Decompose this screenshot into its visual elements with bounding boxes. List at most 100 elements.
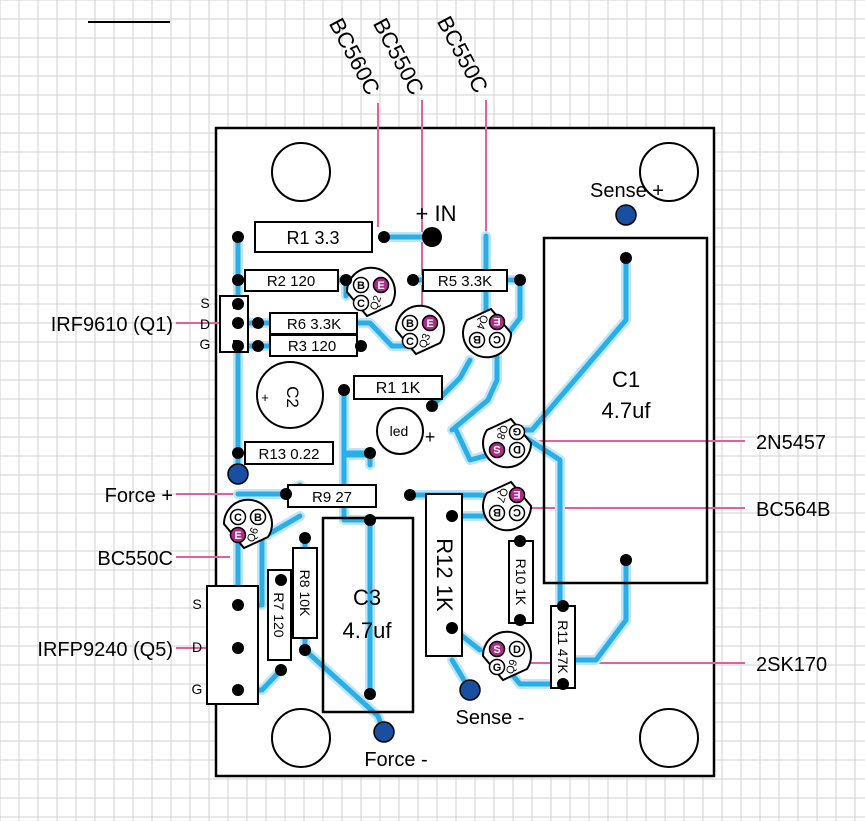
r13-label: R13 0.22 bbox=[259, 446, 320, 463]
r6-label: R6 3.3K bbox=[287, 316, 341, 333]
solder-pad bbox=[620, 554, 632, 566]
led-label: led bbox=[390, 423, 409, 439]
transistor-pin-b bbox=[249, 508, 267, 526]
force-plus-label: Force + bbox=[105, 485, 173, 507]
transistor-pin-b bbox=[488, 504, 506, 522]
solder-pad bbox=[340, 274, 352, 286]
transistor-pin-letter: D bbox=[513, 644, 521, 656]
r9-label: R9 27 bbox=[312, 489, 352, 506]
solder-pad bbox=[299, 532, 311, 544]
transistor-designator: Q4 bbox=[474, 313, 490, 331]
solder-pad bbox=[299, 644, 311, 656]
2sk170-label: 2SK170 bbox=[756, 654, 827, 676]
2n5457-label: 2N5457 bbox=[756, 432, 826, 454]
solder-pad bbox=[275, 574, 287, 586]
mounting-hole bbox=[271, 708, 331, 768]
transistor-pin-letter: C bbox=[406, 336, 414, 348]
resistor-r1-1k bbox=[353, 375, 443, 400]
transistor-pin-c bbox=[401, 332, 419, 350]
r3-label: R3 120 bbox=[288, 338, 336, 355]
transistor-pin-e bbox=[229, 526, 247, 544]
transistor-pin-letter: E bbox=[513, 488, 520, 500]
solder-pad bbox=[364, 514, 376, 526]
transistor-pin-letter: G bbox=[493, 662, 502, 674]
irfp9240-pin-d: D bbox=[192, 639, 202, 655]
c2-plus-mark: + bbox=[261, 390, 269, 405]
transistor-pin-letter: G bbox=[513, 425, 522, 437]
transistor-pin-c bbox=[508, 504, 526, 522]
c3-value: 4.7uf bbox=[343, 618, 393, 643]
transistor-pin-b bbox=[468, 331, 486, 349]
transistor-pin-s bbox=[488, 441, 506, 459]
copper-trace bbox=[235, 320, 413, 349]
transistor-pin-b bbox=[352, 276, 370, 294]
transistor-pin-letter: C bbox=[357, 298, 365, 310]
resistor-r5 bbox=[422, 269, 508, 292]
transistor-pin-letter: E bbox=[426, 318, 433, 330]
transistor-designator: Q7 bbox=[494, 486, 510, 504]
solder-pad bbox=[232, 340, 244, 352]
mounting-hole bbox=[639, 142, 699, 202]
solder-pad bbox=[514, 614, 526, 626]
r5-label: R5 3.3K bbox=[438, 273, 492, 290]
solder-pad bbox=[232, 317, 244, 329]
solder-pad bbox=[232, 231, 244, 243]
copper-trace bbox=[517, 255, 629, 433]
transistor-pin-e bbox=[488, 313, 506, 331]
transistor-pin-g bbox=[508, 423, 526, 441]
transistor-designator: Q6 bbox=[245, 526, 261, 544]
transistor-pin-c bbox=[229, 508, 247, 526]
terminal-pad bbox=[227, 463, 249, 485]
irfp9240-pin-g: G bbox=[192, 681, 203, 697]
mounting-hole bbox=[271, 142, 331, 202]
solder-pad bbox=[280, 488, 292, 500]
irfp9240-pin-s: S bbox=[192, 596, 201, 612]
mounting-hole bbox=[639, 708, 699, 768]
r10-label: R10 1K bbox=[513, 559, 529, 606]
transistor-pin-letter: E bbox=[234, 530, 241, 542]
copper-trace bbox=[449, 343, 500, 433]
copper-trace bbox=[560, 557, 629, 663]
solder-pad bbox=[426, 400, 438, 412]
transistor-pin-letter: D bbox=[513, 443, 521, 455]
resistor-r13 bbox=[244, 441, 334, 465]
c1-value: 4.7uf bbox=[602, 398, 652, 423]
solder-pad bbox=[514, 274, 526, 286]
resistor-r7 bbox=[267, 569, 292, 661]
transistor-pin-letter: C bbox=[513, 506, 521, 518]
r11-label: R11 47K bbox=[555, 620, 571, 674]
solder-pad bbox=[338, 384, 350, 396]
c2-label: C2 bbox=[283, 386, 302, 408]
transistor-pin-letter: E bbox=[493, 315, 500, 327]
bc550c-left-label: BC550C bbox=[97, 548, 173, 570]
solder-pad bbox=[275, 664, 287, 676]
transistor-pin-s bbox=[488, 640, 506, 658]
irf9610-pin-d: D bbox=[200, 316, 210, 332]
transistor-pin-e bbox=[421, 314, 439, 332]
top-label-bc550c-b: BC550C bbox=[432, 12, 493, 97]
solder-pad bbox=[620, 252, 632, 264]
transistor-pin-c bbox=[488, 331, 506, 349]
bc564b-label: BC564B bbox=[756, 499, 831, 521]
solder-pad bbox=[378, 231, 390, 243]
solder-pad bbox=[232, 274, 244, 286]
resistor-r8 bbox=[292, 547, 318, 639]
transistor-pin-letter: C bbox=[234, 512, 242, 524]
resistor-r2 bbox=[244, 269, 339, 292]
in-plus-pad bbox=[422, 227, 442, 247]
transistor-pin-c bbox=[352, 294, 370, 312]
c1-label: C1 bbox=[612, 367, 640, 392]
transistor-pin-d bbox=[508, 441, 526, 459]
transistor-pin-e bbox=[372, 276, 390, 294]
r12-label: R12 1K bbox=[432, 538, 457, 612]
solder-pad bbox=[364, 688, 376, 700]
solder-pad bbox=[252, 317, 264, 329]
r7-label: R7 120 bbox=[271, 592, 287, 637]
solder-pad bbox=[232, 684, 244, 696]
